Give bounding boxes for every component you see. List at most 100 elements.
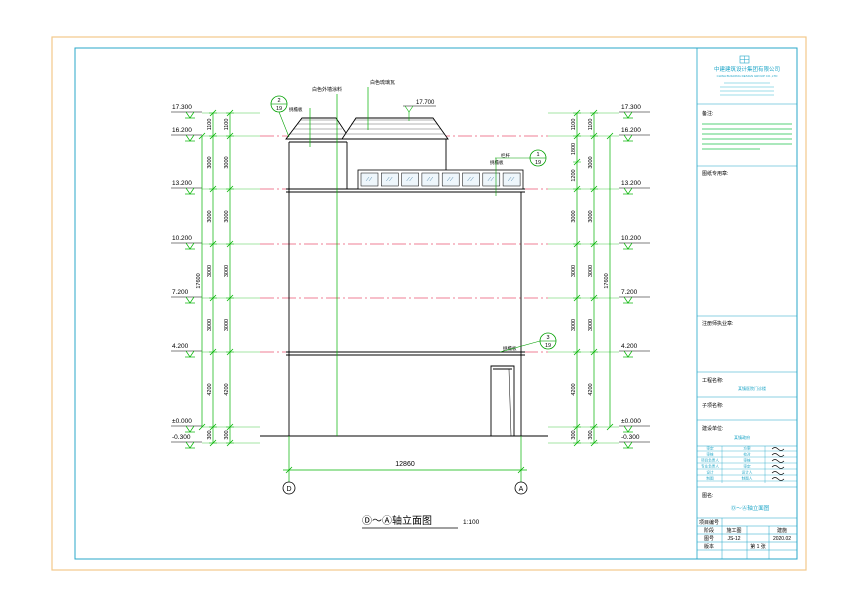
- annotation-white-coating: 白色外墙涂料: [312, 86, 342, 93]
- svg-text:17600: 17600: [604, 273, 610, 288]
- window-pane: [421, 172, 440, 187]
- sheet-label: 第 1 张: [750, 543, 766, 550]
- dimension-value: 3000: [588, 319, 594, 331]
- axis-bubble-a: [514, 481, 528, 495]
- svg-text:A: A: [519, 486, 524, 493]
- level-marker: 16.200: [619, 127, 650, 142]
- dimension-value: 3000: [588, 265, 594, 277]
- certificate-lines: [720, 82, 774, 96]
- total-width-dim: 12860: [395, 461, 415, 468]
- roof-right: [341, 117, 449, 140]
- level-value: 17.300: [172, 104, 192, 111]
- dimension-value: 4200: [571, 383, 577, 395]
- level-value: 7.200: [621, 289, 638, 296]
- company-logo: [739, 55, 750, 64]
- signature-role: 项目负责人: [701, 458, 719, 463]
- window-pane: [441, 172, 460, 187]
- project-label: 工程名称:: [702, 377, 723, 384]
- svg-text:1:100: 1:100: [463, 519, 480, 526]
- svg-text:2: 2: [277, 98, 280, 104]
- reg-label: 注册师执业章:: [702, 320, 733, 327]
- annotation-railing: 栏杆: [501, 152, 510, 159]
- detail-callout: 319: [539, 332, 557, 350]
- level-marker: -0.300: [619, 434, 650, 449]
- axis-dimension: 12860 D A: [282, 436, 528, 495]
- signature-role: 审核: [706, 452, 714, 457]
- window-pane: [462, 172, 480, 187]
- drawing-name: Ⓓ～Ⓐ轴立面图: [731, 504, 770, 512]
- dimension-value: 3000: [224, 319, 230, 331]
- signature-name: 校对: [743, 452, 751, 457]
- svg-text:19: 19: [545, 343, 551, 349]
- signature-name: 设计人: [742, 470, 753, 475]
- dimension-value: 4200: [224, 383, 230, 395]
- dimension-value: 3000: [571, 265, 577, 277]
- dimension-value: 4200: [588, 383, 594, 395]
- notes-label: 备注:: [702, 110, 713, 117]
- annotation-eave-right: 挑檐板: [490, 159, 504, 166]
- project-no-label: 项目编号: [699, 519, 719, 526]
- window-pane: [502, 172, 521, 187]
- dimension-value: 1800: [571, 143, 577, 155]
- svg-text:Ⓓ～Ⓐ轴立面图: Ⓓ～Ⓐ轴立面图: [362, 514, 432, 527]
- client-name: 某镇政府: [734, 434, 750, 440]
- svg-text:3: 3: [546, 335, 549, 341]
- annotation-white-tile: 白色琉璃瓦: [370, 79, 395, 86]
- level-value: 16.200: [172, 127, 192, 134]
- version-label: 版本: [704, 543, 714, 550]
- annotation-eave-left: 挑檐板: [289, 106, 303, 113]
- level-value: 10.200: [172, 235, 192, 242]
- signature-grid: 审定方案审核校对项目负责人审核专业负责人审定设计设计人制图制图人: [697, 446, 797, 483]
- dimension-value: 1100: [588, 119, 594, 131]
- window-frame: [357, 169, 524, 190]
- callout-leader: [278, 111, 290, 138]
- dimension-value: 3000: [588, 156, 594, 168]
- dimension-value: 300: [588, 430, 594, 439]
- drawing-title: Ⓓ～Ⓐ轴立面图 1:100: [362, 514, 480, 529]
- level-value: ±0.000: [621, 418, 641, 425]
- level-value: 4.200: [172, 343, 189, 350]
- level-value: ±0.000: [172, 418, 192, 425]
- level-value: -0.300: [621, 434, 640, 441]
- signature-mark: [771, 477, 785, 481]
- window-pane: [482, 172, 501, 187]
- signature-mark: [771, 447, 785, 451]
- roof-left: [285, 117, 351, 140]
- dimension-value: 3000: [207, 210, 213, 222]
- level-marker: 7.200: [171, 289, 202, 304]
- stage-value: 施工图: [726, 527, 741, 534]
- signature-name: 审核: [743, 458, 751, 463]
- level-value: 16.200: [621, 127, 641, 134]
- sub-label: 子项名称:: [702, 402, 723, 409]
- level-marker: 17.300: [171, 104, 202, 119]
- signature-mark: [771, 465, 785, 469]
- level-marker: 13.200: [171, 180, 202, 195]
- signature-mark: [771, 453, 785, 457]
- svg-text:19: 19: [535, 160, 541, 166]
- date-value: 2020.02: [773, 536, 791, 542]
- dimension-value: 300: [207, 430, 213, 439]
- level-marker: 4.200: [619, 343, 650, 358]
- detail-callout: 219: [270, 95, 288, 113]
- signature-role: 专业负责人: [701, 464, 719, 469]
- svg-text:19: 19: [276, 106, 282, 112]
- level-value: 4.200: [621, 343, 638, 350]
- svg-text:17600: 17600: [196, 273, 202, 288]
- dimension-value: 1200: [571, 169, 577, 181]
- dimension-chain: 1100 3000 3000 3000 3000 4200 300: [588, 109, 598, 447]
- window-pane: [381, 172, 399, 187]
- signature-mark: [771, 459, 785, 463]
- level-marker: 10.200: [619, 235, 650, 250]
- notes-text: [702, 123, 792, 150]
- level-value: -0.300: [172, 434, 191, 441]
- roof-peak-level: 17.700: [403, 100, 436, 121]
- dimension-value: 3000: [588, 210, 594, 222]
- annotation-eave-bottom: 挑檐板: [503, 345, 517, 352]
- window-pane: [401, 172, 419, 187]
- signature-role: 审定: [706, 446, 714, 451]
- title-block: 审定方案审核校对项目负责人审核专业负责人审定设计设计人制图制图人 中建建筑设计集…: [696, 48, 797, 559]
- level-value: 13.200: [621, 180, 641, 187]
- level-marker: ±0.000: [619, 418, 650, 433]
